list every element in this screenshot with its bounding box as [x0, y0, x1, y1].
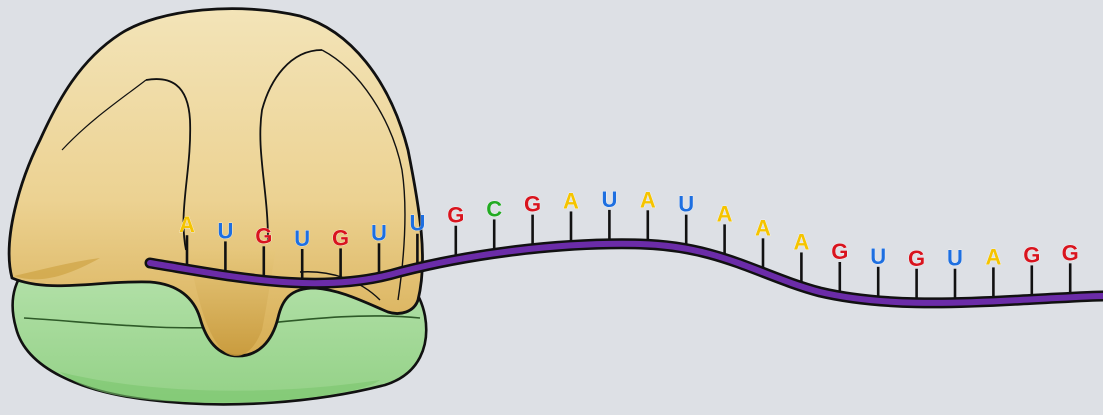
- nucleotide-letter: U: [371, 220, 387, 245]
- nucleotide-letter: A: [640, 187, 656, 212]
- nucleotide-letter: U: [294, 226, 310, 251]
- nucleotide-letter: A: [985, 244, 1001, 269]
- nucleotide-letter: G: [1062, 240, 1079, 265]
- nucleotide-letter: G: [908, 246, 925, 271]
- nucleotide-letter: C: [486, 196, 502, 221]
- nucleotide-letter: U: [409, 211, 425, 236]
- nucleotide-letter: A: [717, 201, 733, 226]
- nucleotide-letter: G: [831, 239, 848, 264]
- nucleotide-letter: A: [793, 229, 809, 254]
- nucleotide-letter: A: [563, 188, 579, 213]
- nucleotide-letter: G: [332, 225, 349, 250]
- nucleotide-letter: U: [947, 246, 963, 271]
- nucleotide-letter: U: [870, 244, 886, 269]
- nucleotide-letter: A: [179, 212, 195, 237]
- nucleotide-letter: G: [447, 203, 464, 228]
- nucleotide-letter: U: [601, 187, 617, 212]
- nucleotide-letter: G: [255, 223, 272, 248]
- nucleotide-letter: G: [524, 192, 541, 217]
- nucleotide-letter: U: [217, 218, 233, 243]
- nucleotide-letter: A: [755, 215, 771, 240]
- nucleotide-letter: U: [678, 192, 694, 217]
- nucleotide-letter: G: [1023, 242, 1040, 267]
